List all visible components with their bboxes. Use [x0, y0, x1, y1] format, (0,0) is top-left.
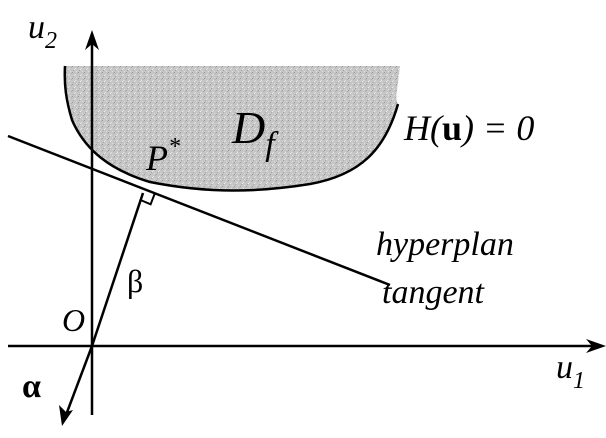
label-u1: u1 — [556, 349, 585, 394]
label-hyperplan: hyperplan — [376, 226, 514, 263]
label-h-equation: H(u) = 0 — [403, 108, 534, 148]
boundary-curve-h — [63, 65, 400, 192]
axis-u1-arrowhead — [586, 339, 606, 353]
alpha-arrowhead — [59, 405, 73, 426]
axis-u2-arrowhead — [85, 30, 99, 50]
label-origin: O — [62, 302, 85, 338]
label-beta: β — [127, 263, 143, 299]
region-df — [64, 66, 400, 191]
label-alpha: α — [22, 368, 41, 405]
label-u2: u2 — [28, 9, 57, 54]
alpha-vector — [64, 345, 94, 416]
label-point-p: P* — [145, 134, 180, 178]
right-angle-marker — [140, 193, 156, 206]
label-tangent: tangent — [382, 274, 486, 311]
tangent-line — [7, 134, 391, 287]
beta-segment — [90, 192, 145, 347]
